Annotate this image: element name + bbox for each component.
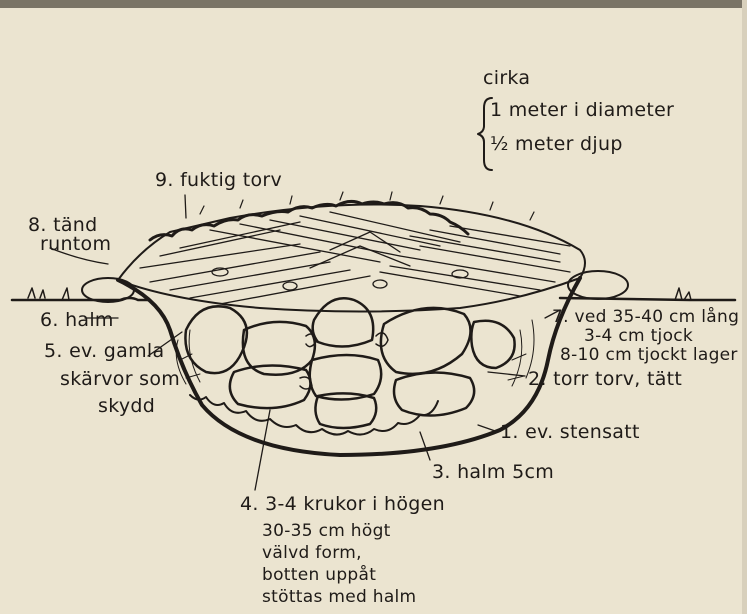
label-9: 9. fuktig torv (155, 169, 282, 191)
label-3: 3. halm 5cm (432, 461, 554, 483)
pots (185, 298, 514, 428)
label-4-line-2: 30-35 cm högt (262, 521, 391, 541)
label-1: 1. ev. stensatt (500, 421, 640, 443)
label-7-line-3: 8-10 cm tjockt lager (560, 345, 738, 365)
dimensions-heading: cirka (483, 67, 530, 89)
label-7-line-1: 7. ved 35-40 cm lång (552, 306, 739, 327)
label-4-line-3: välvd form, (262, 543, 362, 563)
right-edge-strip (742, 0, 747, 614)
label-4-line-5: stöttas med halm (262, 587, 416, 607)
wet-peat-top (150, 201, 468, 240)
peat-layer (176, 320, 534, 386)
label-5-line-3: skydd (98, 395, 155, 417)
pot (185, 306, 246, 373)
top-edge-strip (0, 0, 747, 8)
label-8-line-2: runtom (40, 233, 111, 255)
dimensions-line-2: ½ meter djup (490, 133, 623, 155)
label-5-line-1: 5. ev. gamla (44, 340, 164, 362)
label-7-line-2: 3-4 cm tjock (584, 326, 693, 346)
label-5-line-2: skärvor som (60, 368, 180, 390)
pot (471, 321, 514, 368)
dimensions-line-1: 1 meter i diameter (490, 99, 674, 121)
label-6: 6. halm (40, 309, 114, 331)
label-2: 2. torr torv, tätt (528, 368, 682, 390)
wood-layer (118, 192, 585, 312)
dimensions-note: cirka 1 meter i diameter ½ meter djup (478, 67, 674, 170)
pot (381, 308, 471, 374)
pot (313, 298, 374, 346)
label-4-line-1: 4. 3-4 krukor i högen (240, 493, 445, 515)
label-4-line-4: botten uppåt (262, 564, 376, 585)
